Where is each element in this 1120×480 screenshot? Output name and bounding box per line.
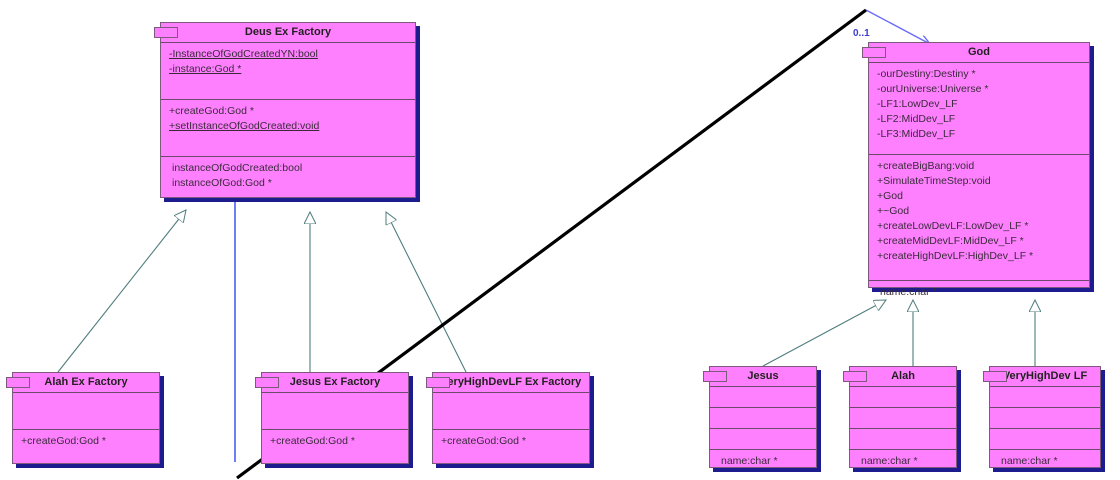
class-member: +createGod:God * xyxy=(169,105,254,117)
class-handle-icon xyxy=(983,371,1007,382)
class-member: +~God xyxy=(877,205,910,217)
class-member: +createGod:God * xyxy=(441,435,526,447)
uml-class-alah[interactable]: Alah name:char * xyxy=(843,366,957,468)
uml-class-god[interactable]: God -ourDestiny:Destiny * -ourUniverse:Uni… xyxy=(862,42,1090,298)
class-member: instanceOfGod:God * xyxy=(172,177,272,189)
class-handle-icon xyxy=(843,371,867,382)
class-handle-icon xyxy=(6,377,30,388)
operations-compartment: +createBigBang:void +SimulateTimeStep:voi… xyxy=(869,154,1089,280)
spacer-compartment xyxy=(990,428,1100,449)
multiplicity-label: 0..1 xyxy=(853,28,870,39)
class-member: +createBigBang:void xyxy=(877,160,975,172)
attributes-compartment xyxy=(990,386,1100,407)
class-member: -ourUniverse:Universe * xyxy=(877,83,989,95)
attributes-compartment xyxy=(262,392,408,429)
operations-compartment xyxy=(710,407,816,428)
operations-compartment: +createGod:God * xyxy=(433,429,589,470)
class-member: +createHighDevLF:HighDev_LF * xyxy=(877,250,1034,262)
operations-compartment xyxy=(850,407,956,428)
class-member-static: +setInstanceOfGodCreated:void xyxy=(169,120,320,132)
class-member: -LF2:MidDev_LF xyxy=(877,113,956,125)
generalization-alahexfactory-to-deusexfactory xyxy=(57,210,186,373)
attributes-compartment xyxy=(13,392,159,429)
attributes-compartment: -InstanceOfGodCreatedYN:bool -instance:Go… xyxy=(161,42,415,99)
class-member: -LF3:MidDev_LF xyxy=(877,128,956,140)
class-member-static: -instance:God * xyxy=(169,63,242,75)
class-name: Jesus Ex Factory xyxy=(289,376,381,388)
class-name: God xyxy=(968,46,990,58)
uml-class-veryhighdevlf-ex-factory[interactable]: VeryHighDevLF Ex Factory +createGod:God * xyxy=(426,372,590,464)
class-name: Alah Ex Factory xyxy=(44,376,128,388)
attributes-compartment xyxy=(850,386,956,407)
class-handle-icon xyxy=(426,377,450,388)
class-handle-icon xyxy=(703,371,727,382)
spacer-compartment xyxy=(710,428,816,449)
uml-class-jesus-ex-factory[interactable]: Jesus Ex Factory +createGod:God * xyxy=(255,372,409,464)
operations-compartment: +createGod:God * xyxy=(13,429,159,470)
extras-compartment: name:char * xyxy=(850,449,956,474)
class-member: name:char * xyxy=(1001,455,1058,467)
class-name: Jesus xyxy=(747,370,779,382)
operations-compartment xyxy=(990,407,1100,428)
uml-class-jesus[interactable]: Jesus name:char * xyxy=(703,366,817,468)
class-member: +God xyxy=(877,190,903,202)
extras-compartment: name:char * xyxy=(710,449,816,474)
extras-compartment: name:char * xyxy=(990,449,1100,474)
class-member-static: -InstanceOfGodCreatedYN:bool xyxy=(169,48,318,60)
generalization-veryhighdevlfexfactory-to-deusexfactory xyxy=(386,212,467,373)
class-member: +createGod:God * xyxy=(270,435,355,447)
class-name: Alah xyxy=(891,370,915,382)
class-handle-icon xyxy=(154,27,178,38)
uml-class-alah-ex-factory[interactable]: Alah Ex Factory +createGod:God * xyxy=(6,372,160,464)
class-handle-icon xyxy=(862,47,886,58)
attributes-compartment xyxy=(710,386,816,407)
extras-compartment: instanceOfGodCreated:bool instanceOfGod:G… xyxy=(161,156,415,213)
class-member: -ourDestiny:Destiny * xyxy=(877,68,976,80)
class-member: +createLowDevLF:LowDev_LF * xyxy=(877,220,1029,232)
extras-compartment: name:char * xyxy=(869,280,1089,302)
class-member: +createMidDevLF:MidDev_LF * xyxy=(877,235,1024,247)
spacer-compartment xyxy=(850,428,956,449)
generalization-jesus-to-god xyxy=(762,300,886,367)
uml-class-veryhighdev-lf[interactable]: VeryHighDev LF name:char * xyxy=(983,366,1101,468)
class-member: -LF1:LowDev_LF xyxy=(877,98,958,110)
class-member: name:char * xyxy=(880,286,937,298)
class-name: VeryHighDev LF xyxy=(1002,370,1088,382)
association-arrow-to-god xyxy=(865,9,930,44)
class-member: +SimulateTimeStep:void xyxy=(877,175,991,187)
uml-class-deus-ex-factory[interactable]: Deus Ex Factory -InstanceOfGodCreatedYN:b… xyxy=(154,22,416,198)
class-member: instanceOfGodCreated:bool xyxy=(172,162,303,174)
class-member: name:char * xyxy=(861,455,918,467)
attributes-compartment xyxy=(433,392,589,429)
class-handle-icon xyxy=(255,377,279,388)
operations-compartment: +createGod:God * xyxy=(262,429,408,470)
operations-compartment: +createGod:God * +setInstanceOfGodCreated… xyxy=(161,99,415,156)
class-member: +createGod:God * xyxy=(21,435,106,447)
class-name: VeryHighDevLF Ex Factory xyxy=(440,376,582,388)
attributes-compartment: -ourDestiny:Destiny * -ourUniverse:Univer… xyxy=(869,62,1089,154)
class-member: name:char * xyxy=(721,455,778,467)
class-name: Deus Ex Factory xyxy=(244,26,332,38)
